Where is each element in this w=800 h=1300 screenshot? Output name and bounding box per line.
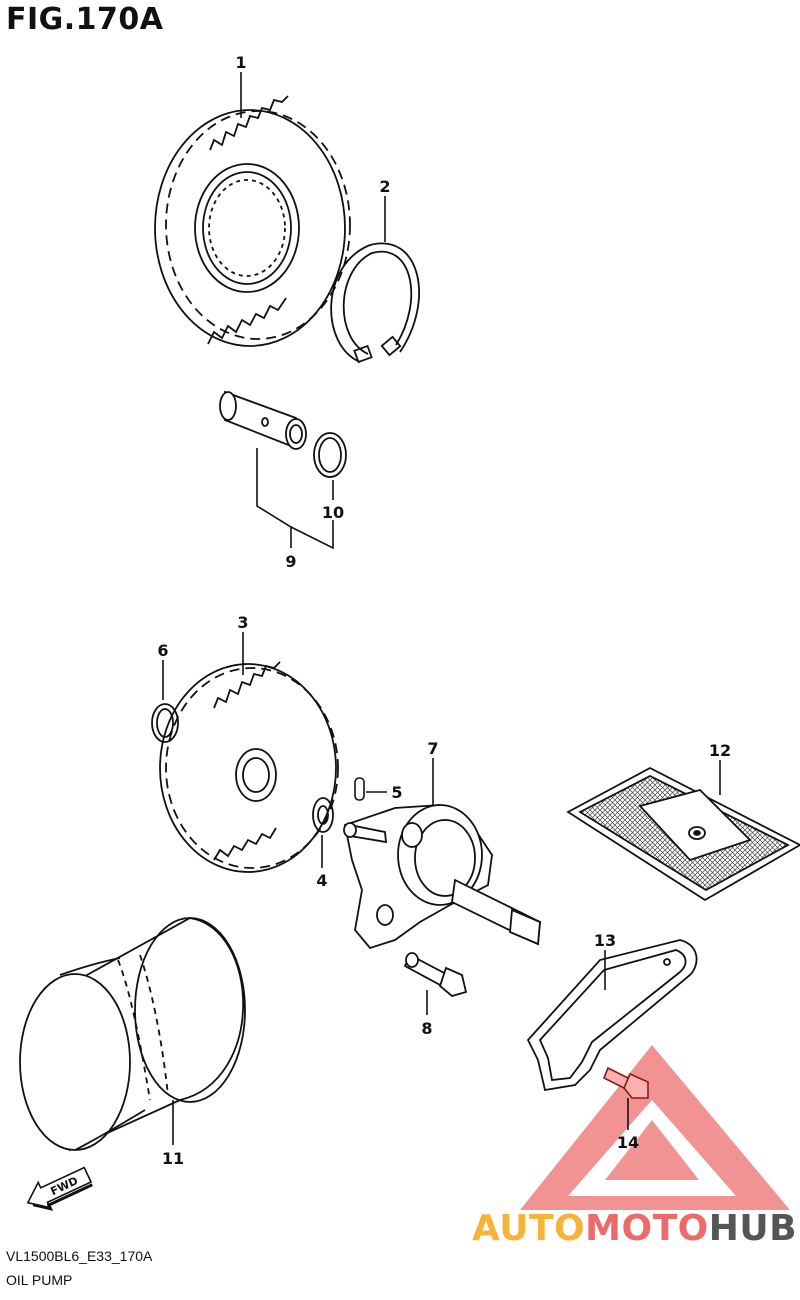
callout-9: 9 xyxy=(285,552,296,571)
callout-5: 5 xyxy=(391,783,402,802)
dowel-pin-part-5 xyxy=(354,777,365,801)
leader-lines xyxy=(162,72,721,1145)
washer-part-4 xyxy=(312,797,334,833)
small-circlip-part-6 xyxy=(151,703,179,743)
watermark-triangle xyxy=(520,1045,790,1210)
callout-1: 1 xyxy=(235,53,246,72)
pump-gear-part-3 xyxy=(159,661,339,873)
fwd-arrow: FWD xyxy=(26,1166,93,1211)
primary-gear-part-1 xyxy=(154,95,351,347)
oil-filter-part-11 xyxy=(19,917,246,1152)
circlip-part-2 xyxy=(330,242,420,364)
watermark-part-3: HUB xyxy=(708,1208,798,1249)
figure-name: OIL PUMP xyxy=(6,1272,73,1288)
pin-shaft-part-9 xyxy=(219,390,307,450)
callout-7: 7 xyxy=(427,739,438,758)
figure-code: VL1500BL6_E33_170A xyxy=(6,1248,153,1264)
oil-strainer-part-12 xyxy=(566,766,800,902)
bolt-part-8 xyxy=(403,952,468,997)
figure-title: FIG.170A xyxy=(6,2,164,37)
callout-numbers: 1 2 3 4 5 6 7 8 9 10 11 12 13 14 xyxy=(157,53,731,1168)
callout-3: 3 xyxy=(237,613,248,632)
watermark-text: AUTOMOTOHUB xyxy=(472,1208,797,1249)
callout-4: 4 xyxy=(316,871,327,890)
gasket-part-13 xyxy=(526,939,698,1092)
watermark-part-1: AUTO xyxy=(472,1208,586,1249)
callout-12: 12 xyxy=(709,741,731,760)
callout-13: 13 xyxy=(594,931,616,950)
callout-2: 2 xyxy=(379,177,390,196)
callout-8: 8 xyxy=(421,1019,432,1038)
o-ring-part-10 xyxy=(313,432,347,478)
small-bolt-part-14 xyxy=(602,1066,649,1099)
oil-pump-part-7 xyxy=(343,804,541,950)
watermark-part-2: MOTO xyxy=(585,1208,709,1249)
callout-10: 10 xyxy=(322,503,344,522)
callout-14: 14 xyxy=(617,1133,639,1152)
callout-6: 6 xyxy=(157,641,168,660)
callout-11: 11 xyxy=(162,1149,184,1168)
